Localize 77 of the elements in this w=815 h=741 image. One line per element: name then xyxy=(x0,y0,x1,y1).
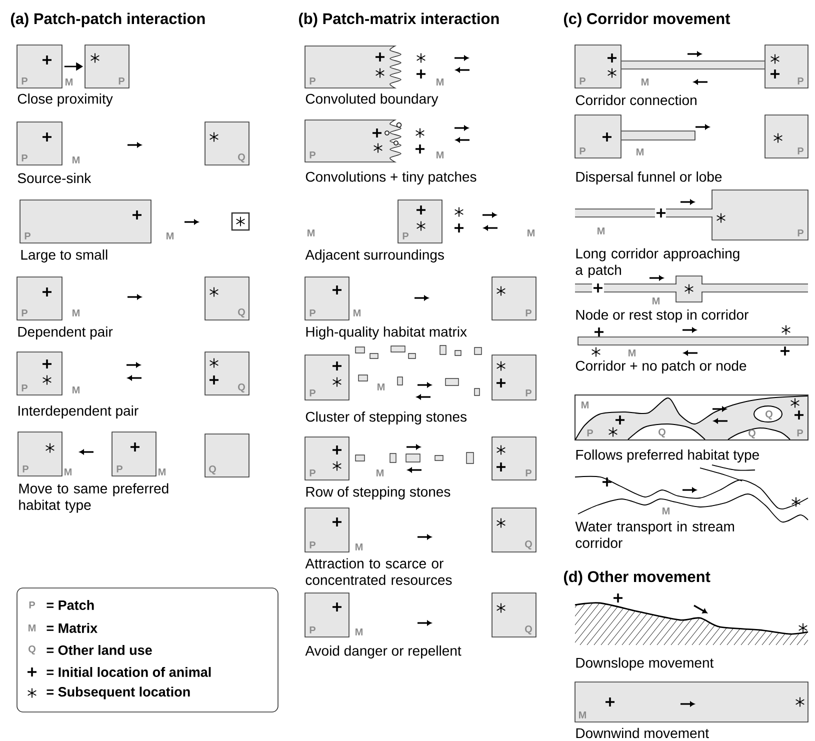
matrix-letter: M xyxy=(308,230,314,236)
patch-box xyxy=(676,276,702,302)
panel-title: (c) Corridor movement xyxy=(564,12,730,28)
patch-box: P xyxy=(764,114,808,158)
patch-box: P xyxy=(304,120,402,162)
matrix-letter: M xyxy=(642,78,648,86)
patch-box: P xyxy=(492,354,536,400)
panel-title: (b) Patch-matrix interaction xyxy=(298,12,499,28)
patch-box: P xyxy=(304,436,350,480)
caption: Dispersal funnel or lobe xyxy=(576,171,722,185)
patch-box: P xyxy=(84,44,130,88)
matrix-letter: M xyxy=(378,384,384,390)
caption: Move to same preferred habitat type xyxy=(19,483,168,513)
matrix-letter: M xyxy=(628,350,636,356)
habitat-map: M P Q Q Q P xyxy=(574,394,808,440)
panel-title: (a) Patch-patch interaction xyxy=(10,12,205,28)
patch-box: P xyxy=(574,114,622,158)
caption: Cluster of stepping stones xyxy=(306,411,467,425)
matrix-letter: M xyxy=(652,298,660,304)
patch-box: P xyxy=(304,508,350,552)
patch-box: P xyxy=(398,200,442,244)
patch-box: P xyxy=(112,432,156,476)
caption: Close proximity xyxy=(18,93,113,107)
patch-box: P xyxy=(304,354,350,400)
caption: High-quality habitat matrix xyxy=(306,326,467,340)
caption: Attraction to scarce or concentrated resources xyxy=(305,558,452,585)
patch-box: Q xyxy=(204,434,250,478)
matrix-letter: M xyxy=(528,230,534,236)
patch-box: Q xyxy=(492,592,536,638)
legend-box: P = Patch M = Matrix Q = Other land use = Initial location of animal = Subsequent location xyxy=(16,588,278,712)
patch-box: M xyxy=(574,682,808,722)
caption: Source-sink xyxy=(18,172,92,184)
patch-box xyxy=(231,212,250,231)
caption: Node or rest stop in corridor xyxy=(576,309,748,323)
caption: Dependent pair xyxy=(18,326,113,340)
patch-box: P xyxy=(304,592,350,638)
caption: Follows preferred habitat type xyxy=(576,449,759,463)
patch-box: P xyxy=(20,200,152,244)
caption: Water transport in stream corridor xyxy=(575,521,734,548)
patch-box: P xyxy=(764,44,808,88)
patch-box: P xyxy=(304,276,350,320)
patch-box: P xyxy=(492,436,536,480)
matrix-letter: M xyxy=(72,156,80,164)
matrix-letter: M xyxy=(72,310,80,316)
patch-box: P xyxy=(574,44,622,88)
patch-box: Q xyxy=(204,352,250,396)
caption: Convoluted boundary xyxy=(306,93,438,107)
caption: Convolutions + tiny patches xyxy=(306,171,476,185)
matrix-letter: M xyxy=(436,78,444,86)
caption: Corridor connection xyxy=(576,94,696,106)
patch-box: P xyxy=(18,432,62,476)
caption: Adjacent surroundings xyxy=(305,249,444,263)
matrix-letter: M xyxy=(598,228,604,234)
matrix-letter: M xyxy=(166,232,174,240)
caption: Corridor + no patch or node xyxy=(576,360,746,374)
panel-title: (d) Other movement xyxy=(564,570,710,586)
patch-box: P xyxy=(712,190,808,240)
caption: Large to small xyxy=(21,249,108,263)
patch-box: P xyxy=(16,276,62,320)
matrix-letter: M xyxy=(376,470,384,476)
patch-box: Q xyxy=(492,508,536,552)
caption: Interdependent pair xyxy=(18,405,138,419)
matrix-letter: M xyxy=(66,78,72,86)
caption: Row of stepping stones xyxy=(306,486,450,500)
caption: Long corridor approaching a patch xyxy=(576,248,740,278)
matrix-letter: M xyxy=(662,508,670,514)
matrix-letter: M xyxy=(436,152,444,158)
patch-box: P xyxy=(16,352,62,396)
caption: Avoid danger or repellent xyxy=(305,645,462,659)
patch-box: P xyxy=(492,276,536,320)
patch-box: P xyxy=(16,122,62,166)
patch-box: P xyxy=(16,44,62,88)
patch-box: P xyxy=(304,46,402,88)
matrix-letter: M xyxy=(72,386,80,394)
patch-box: Q xyxy=(204,122,250,166)
matrix-letter: M xyxy=(636,148,644,156)
patch-box: Q xyxy=(204,276,250,320)
